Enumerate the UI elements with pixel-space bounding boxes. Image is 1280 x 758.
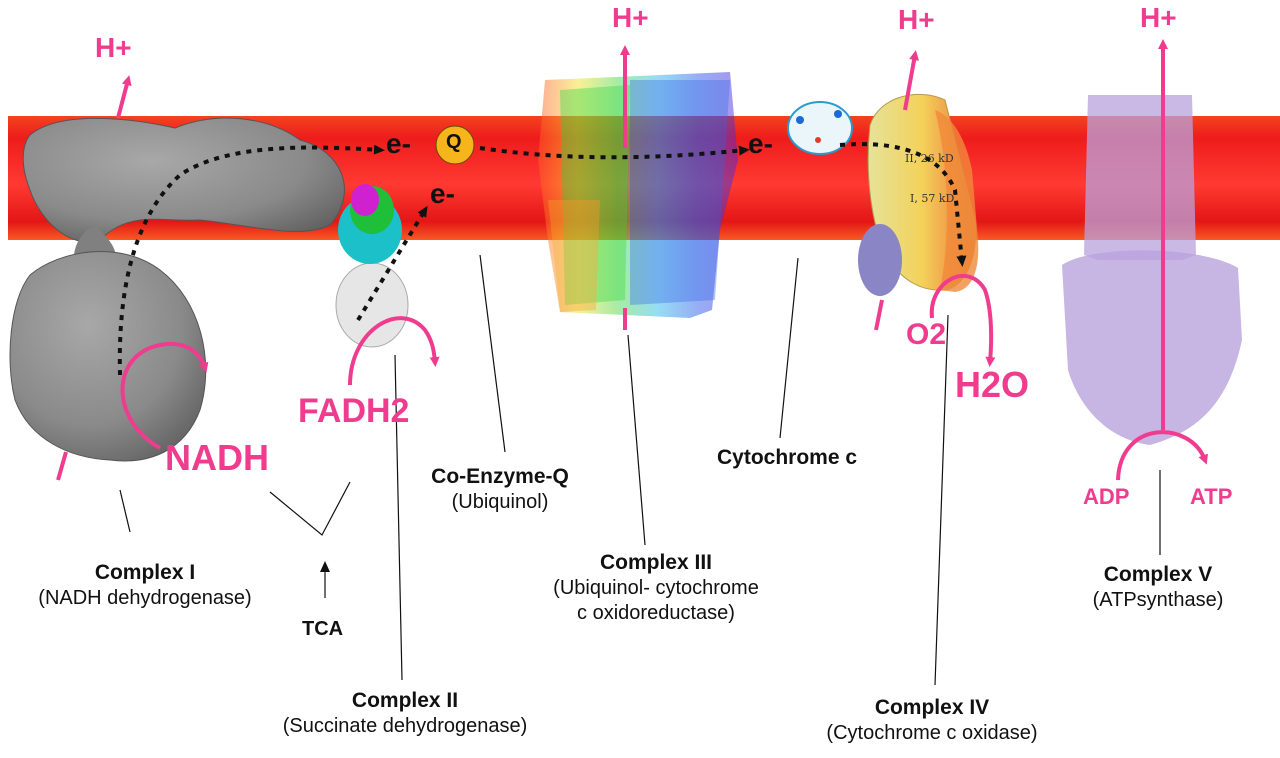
complex-3-label: Complex III (Ubiquinol- cytochrome c oxi… [553, 550, 759, 626]
electron-label-3: e- [748, 128, 773, 159]
coq-desc: (Ubiquinol) [451, 491, 549, 513]
complex-1-desc: (NADH dehydrogenase) [38, 587, 252, 609]
h2o-label: H2O [955, 364, 1030, 405]
fadh2-label: FADH2 [298, 392, 410, 430]
complex-2-name: Complex II [351, 689, 459, 712]
pink-stubs [56, 299, 884, 481]
complex-2-structure [335, 184, 409, 348]
complex-4-name: Complex IV [874, 696, 990, 719]
leader-lines [119, 254, 1161, 686]
complex-4-desc: (Cytochrome c oxidase) [826, 722, 1038, 744]
complex-3-name: Complex III [599, 551, 713, 574]
proton-label-1: H+ [95, 32, 132, 63]
complex-1-label: Complex I (NADH dehydrogenase) [38, 560, 251, 611]
complex-4-subunit-1-label: I, 57 kD [910, 192, 954, 205]
tca-label: TCA [302, 618, 344, 640]
electron-pathways [117, 142, 967, 376]
cytochrome-c-label: Cytochrome c [717, 445, 857, 471]
cytochrome-c-name: Cytochrome c [716, 446, 858, 469]
coq-label: Co-Enzyme-Q (Ubiquinol) [431, 464, 569, 515]
coq-name: Co-Enzyme-Q [431, 465, 569, 488]
electron-label-2: e- [430, 178, 455, 209]
quinone-icon [435, 125, 475, 165]
complex-4-label: Complex IV (Cytochrome c oxidase) [826, 695, 1037, 746]
complex-3-desc-2: c oxidoreductase) [577, 602, 735, 624]
complex-5-structure [1062, 95, 1242, 445]
complex-5-name: Complex V [1103, 563, 1213, 586]
cytochrome-c-structure [787, 101, 853, 155]
complex-1-name: Complex I [94, 561, 196, 584]
complex-3-structure [538, 72, 738, 318]
complex-2-desc: (Succinate dehydrogenase) [282, 715, 528, 737]
quinone-label: Q [446, 131, 462, 153]
o2-label: O2 [906, 318, 947, 351]
complex-3-desc-1: (Ubiquinol- cytochrome [553, 577, 759, 599]
atp-label: ATP [1190, 484, 1233, 509]
proton-label-2: H+ [612, 2, 649, 33]
proton-label-3: H+ [898, 4, 935, 35]
complex-2-label: Complex II (Succinate dehydrogenase) [283, 688, 528, 739]
complex-5-label: Complex V (ATPsynthase) [1093, 562, 1224, 613]
proton-label-4: H+ [1140, 2, 1177, 33]
proton-arrows [116, 39, 1168, 430]
complex-1-structure [9, 117, 345, 462]
reaction-arrows [120, 274, 1208, 481]
complex-5-desc: (ATPsynthase) [1092, 589, 1224, 611]
adp-label: ADP [1083, 484, 1130, 509]
electron-label-1: e- [386, 128, 411, 159]
nadh-label: NADH [165, 437, 269, 478]
